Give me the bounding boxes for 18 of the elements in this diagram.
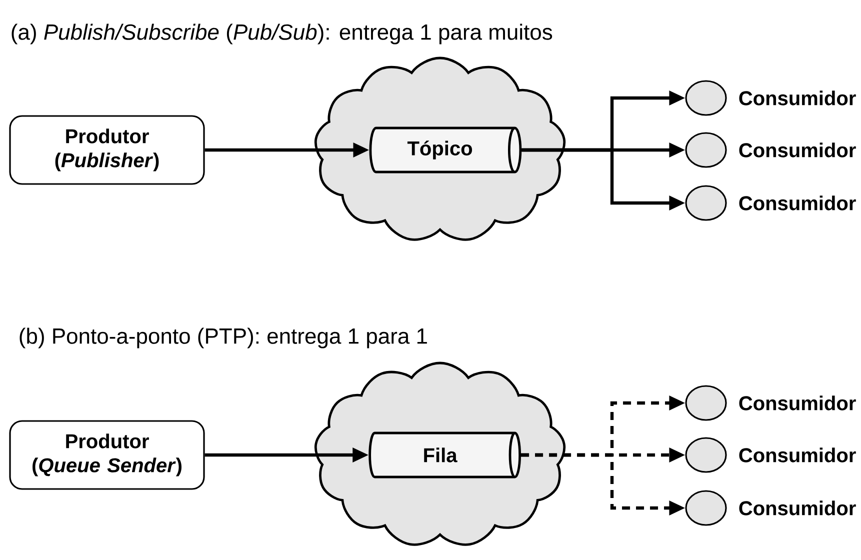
consumer-circle bbox=[685, 385, 727, 421]
producer-box: Produtor (Publisher) bbox=[9, 115, 205, 185]
consumer-circle bbox=[685, 437, 727, 473]
consumer-label: Consumidor bbox=[739, 396, 856, 410]
queue-cylinder: Tópico bbox=[369, 126, 522, 174]
section-heading: (a) Publish/Subscribe (Pub/Sub): entrega 1 para muitos bbox=[12, 24, 552, 44]
consumer-label: Consumidor bbox=[739, 448, 856, 462]
section-heading: (b) Ponto-a-ponto (PTP): entrega 1 para 1 bbox=[20, 328, 427, 348]
queue-cylinder: Fila bbox=[368, 432, 522, 478]
consumer-label: Consumidor bbox=[739, 142, 856, 158]
consumer-circle bbox=[685, 490, 727, 526]
consumer-label: Consumidor bbox=[739, 196, 856, 210]
consumer-label: Consumidor bbox=[739, 500, 856, 516]
consumer-circle bbox=[685, 132, 727, 168]
producer-box: Produtor (Queue Sender) bbox=[9, 420, 205, 490]
consumer-circle bbox=[685, 80, 727, 116]
consumer-circle bbox=[685, 185, 727, 221]
consumer-label: Consumidor bbox=[739, 90, 856, 106]
